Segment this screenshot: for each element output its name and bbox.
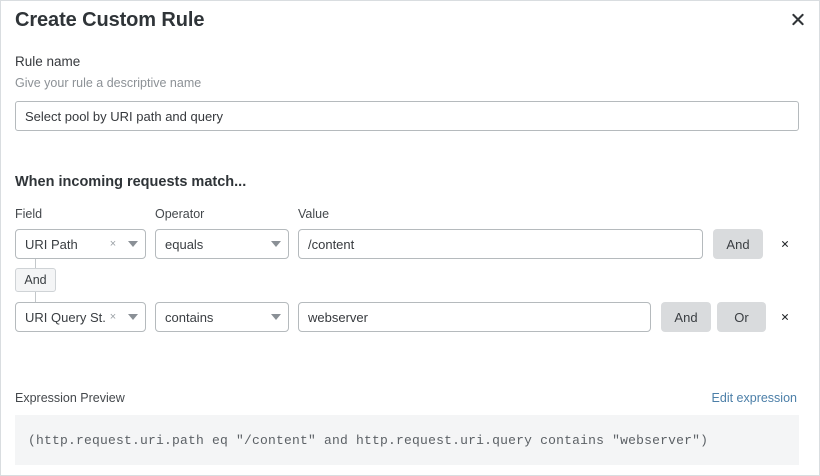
field-select-1[interactable]: URI Path ×	[15, 229, 146, 259]
operator-select-1-value: equals	[165, 236, 204, 252]
expression-preview-text: (http.request.uri.path eq "/content" and…	[28, 432, 709, 448]
match-section-heading: When incoming requests match...	[15, 174, 247, 190]
field-select-2-value: URI Query St...	[25, 309, 105, 325]
column-header-operator: Operator	[155, 207, 205, 221]
value-input-1[interactable]	[298, 229, 703, 259]
and-button-row-1[interactable]: And	[713, 229, 763, 259]
expression-preview-box: (http.request.uri.path eq "/content" and…	[15, 415, 799, 465]
connector-and-button[interactable]: And	[15, 268, 56, 292]
close-icon[interactable]	[786, 7, 810, 31]
chevron-down-icon[interactable]	[121, 241, 145, 247]
clear-icon[interactable]: ×	[109, 310, 117, 323]
column-header-field: Field	[15, 207, 43, 221]
and-button-row-2[interactable]: And	[661, 302, 711, 332]
page-title: Create Custom Rule	[15, 9, 205, 31]
condition-row: URI Query St... × contains And Or	[1, 302, 819, 334]
rule-name-input[interactable]	[15, 101, 799, 131]
chevron-down-icon[interactable]	[264, 241, 288, 247]
connector-line-top	[35, 259, 36, 268]
rule-name-description: Give your rule a descriptive name	[15, 76, 202, 90]
column-header-value: Value	[298, 207, 330, 221]
field-select-1-value: URI Path	[25, 236, 78, 252]
remove-condition-icon-2[interactable]	[776, 306, 794, 328]
edit-expression-link[interactable]: Edit expression	[711, 391, 797, 405]
clear-icon[interactable]: ×	[109, 237, 117, 250]
operator-select-2-value: contains	[165, 309, 214, 325]
condition-row: URI Path × equals And	[1, 229, 819, 261]
rule-name-label: Rule name	[15, 54, 81, 69]
operator-select-2[interactable]: contains	[155, 302, 289, 332]
or-button-row-2[interactable]: Or	[717, 302, 766, 332]
remove-condition-icon-1[interactable]	[776, 233, 794, 255]
field-select-2[interactable]: URI Query St... ×	[15, 302, 146, 332]
connector-line-bottom	[35, 292, 36, 302]
chevron-down-icon[interactable]	[121, 314, 145, 320]
expression-preview-label: Expression Preview	[15, 391, 125, 405]
operator-select-1[interactable]: equals	[155, 229, 289, 259]
chevron-down-icon[interactable]	[264, 314, 288, 320]
value-input-2[interactable]	[298, 302, 651, 332]
